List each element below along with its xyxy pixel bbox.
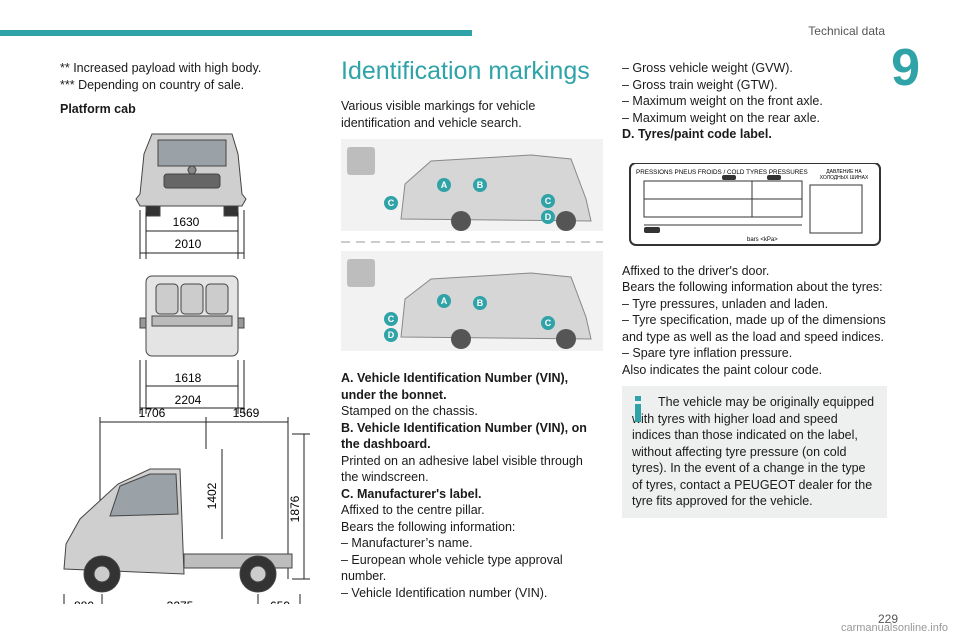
- section-header: Technical data: [808, 24, 885, 38]
- weight-item-gtw: – Gross train weight (GTW).: [622, 77, 778, 92]
- tyre-item-pressures: – Tyre pressures, unladen and laden.: [622, 296, 829, 311]
- marker-c-bottom-right: C: [545, 318, 552, 328]
- section-c-item3: – Vehicle Identification number (VIN).: [341, 585, 548, 600]
- section-a-heading: A. Vehicle Identification Number (VIN), …: [341, 371, 569, 402]
- side-view-van: [63, 468, 293, 593]
- identification-diagram: A B C C D A B C D C: [341, 139, 603, 351]
- tyre-item-spare: – Spare tyre inflation pressure.: [622, 346, 793, 360]
- section-b-heading: B. Vehicle Identification Number (VIN), …: [341, 420, 587, 452]
- section-a-text: Stamped on the chassis.: [341, 404, 478, 418]
- info-note-box: The vehicle may be originally equipped w…: [622, 386, 887, 518]
- front-width-2010: 2010: [175, 237, 202, 251]
- marker-a-bottom: A: [441, 296, 448, 306]
- front-width-1630: 1630: [173, 215, 200, 229]
- section-c-text2: Bears the following information:: [341, 519, 516, 534]
- van-illustration-bottom: [341, 251, 603, 351]
- info-note-text: The vehicle may be originally equipped w…: [632, 395, 875, 508]
- chapter-number: 9: [891, 39, 920, 97]
- weight-item-gvw: – Gross vehicle weight (GVW).: [622, 61, 793, 75]
- side-dim-1876: 1876: [288, 495, 302, 522]
- watermark: carmanualsonline.info: [840, 622, 948, 634]
- side-dim-3275: 3275: [167, 599, 194, 604]
- footnote-payload: ** Increased payload with high body.: [60, 61, 262, 75]
- side-dim-1569: 1569: [233, 406, 260, 420]
- marker-c-bottom-left: C: [388, 314, 395, 324]
- section-d-text1: Affixed to the driver's door.: [622, 263, 770, 278]
- car-icon: [644, 174, 781, 233]
- page-title: Identification markings: [341, 57, 590, 85]
- section-c-text1: Affixed to the centre pillar.: [341, 503, 485, 517]
- tyre-label-ru-line1: ДАВЛЕНИЕ НА: [826, 169, 862, 175]
- left-column: ** Increased payload with high body. ***…: [60, 60, 320, 604]
- side-dim-659: 659: [270, 599, 290, 604]
- right-column: – Gross vehicle weight (GVW). – Gross tr…: [622, 60, 887, 518]
- marker-d-top: D: [545, 212, 552, 222]
- section-d-text3: Also indicates the paint colour code.: [622, 362, 823, 377]
- tyre-label-ru-line2: ХОЛОДНЫХ ШИНАХ: [820, 175, 869, 181]
- section-c-heading: C. Manufacturer's label.: [341, 486, 482, 501]
- marker-a-top: A: [441, 180, 448, 190]
- page-number: 229: [877, 612, 898, 626]
- van-illustration-top: [341, 139, 603, 231]
- tyre-label-diagram: PRESSIONS PNEUS FROIDS / COLD TYRES PRES…: [629, 162, 881, 246]
- header-accent-bar: [0, 30, 472, 36]
- section-b-text: Printed on an adhesive label visible thr…: [341, 453, 583, 485]
- marker-d-bottom: D: [388, 330, 395, 340]
- marker-b-top: B: [477, 180, 484, 190]
- footnote-country: *** Depending on country of sale.: [60, 77, 245, 92]
- platform-cab-heading: Platform cab: [60, 102, 136, 116]
- top-view-cab: [139, 275, 245, 357]
- marker-b-bottom: B: [477, 298, 484, 308]
- front-view-van: [135, 133, 247, 217]
- middle-column: Identification markings Various visible …: [341, 56, 603, 601]
- side-dim-1706: 1706: [139, 406, 166, 420]
- weight-item-rear-axle: – Maximum weight on the rear axle.: [622, 110, 821, 125]
- marker-c-top-left: C: [388, 198, 395, 208]
- marker-c-top-right: C: [545, 196, 552, 206]
- weight-item-front-axle: – Maximum weight on the front axle.: [622, 94, 823, 108]
- top-width-1618: 1618: [175, 371, 202, 385]
- tyre-label-units: bars <kPa>: [747, 237, 778, 243]
- top-width-2204: 2204: [175, 393, 202, 407]
- tyre-item-specification: – Tyre specification, made up of the dim…: [622, 313, 886, 344]
- section-d-heading: D. Tyres/paint code label.: [622, 127, 772, 141]
- section-c-item2: – European whole vehicle type approval n…: [341, 552, 563, 584]
- tyre-label-title: PRESSIONS PNEUS FROIDS / COLD TYRES PRES…: [636, 169, 808, 176]
- intro-text: Various visible markings for vehicle ide…: [341, 99, 536, 130]
- side-dim-880: 880: [74, 599, 94, 604]
- platform-cab-diagram: 1630 2010 1618 2204: [63, 133, 310, 604]
- side-dim-1402: 1402: [205, 482, 219, 509]
- section-d-text2: Bears the following information about th…: [622, 280, 883, 294]
- section-c-item1: – Manufacturer’s name.: [341, 536, 473, 550]
- info-icon: [635, 396, 641, 422]
